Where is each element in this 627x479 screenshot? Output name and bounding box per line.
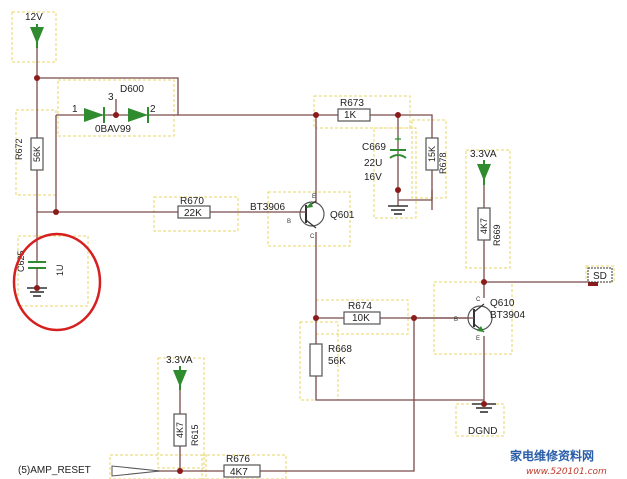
q610-pin-b: B xyxy=(454,317,458,323)
resistor-r670 xyxy=(177,205,211,219)
power-33va-right-label: 3.3VA xyxy=(470,149,497,160)
resistor-r669 xyxy=(477,207,491,241)
r615-value: 4K7 xyxy=(175,422,185,438)
r615-ref: R615 xyxy=(190,424,200,446)
c625-ref: C625 xyxy=(16,250,26,272)
resistor-r676 xyxy=(223,464,261,478)
q601-pin-e: E xyxy=(312,194,316,200)
resistor-r672 xyxy=(30,137,44,171)
r676-value: 4K7 xyxy=(230,467,248,478)
resistor-r678 xyxy=(425,137,439,171)
c669-ref: C669 xyxy=(362,142,386,153)
power-33va-bottom-label: 3.3VA xyxy=(166,355,193,366)
power-arrow-33va-right xyxy=(477,160,491,185)
resistor-r673 xyxy=(337,108,371,122)
q601-part: BT3906 xyxy=(250,202,285,213)
ground-c669 xyxy=(388,190,433,215)
q601-pin-b: B xyxy=(287,219,291,225)
d600-ref: D600 xyxy=(120,84,144,95)
power-arrow-33va-bottom xyxy=(173,366,187,390)
r670-ref: R670 xyxy=(180,196,204,207)
r668-value: 56K xyxy=(328,356,346,367)
r673-value: 1K xyxy=(344,110,357,121)
q610-pin-c: C xyxy=(476,297,481,303)
amp-reset-port xyxy=(111,465,161,477)
q610-ref: Q610 xyxy=(490,298,515,309)
d600-pin3: 3 xyxy=(108,92,114,103)
highlight-circle xyxy=(12,232,102,332)
sd-port-label: SD xyxy=(593,271,607,282)
q610-part: BT3904 xyxy=(490,310,525,321)
watermark-url: www.520101.com xyxy=(526,467,607,477)
power-12v-label: 12V xyxy=(25,12,43,23)
d600-part: 0BAV99 xyxy=(95,124,131,135)
power-arrow-12v xyxy=(30,24,44,48)
resistor-r668 xyxy=(309,343,323,377)
q601-ref: Q601 xyxy=(330,210,355,221)
q610-pin-e: E xyxy=(476,336,480,342)
d600-pin1: 1 xyxy=(72,104,78,115)
amp-reset-label: (5)AMP_RESET xyxy=(18,465,91,476)
r673-ref: R673 xyxy=(340,98,364,109)
c669-value: 22U xyxy=(364,158,382,169)
c625-value: 1U xyxy=(55,264,65,276)
r676-ref: R676 xyxy=(226,454,250,465)
c669-voltage: 16V xyxy=(364,172,382,183)
d600-pin2: 2 xyxy=(150,104,156,115)
r678-value: 15K xyxy=(427,146,437,162)
resistor-r674 xyxy=(343,311,381,325)
resistor-r615 xyxy=(173,413,187,447)
dgnd-label: DGND xyxy=(468,426,497,437)
r672-value: 56K xyxy=(32,146,42,162)
r674-value: 10K xyxy=(352,313,370,324)
transistor-q601 xyxy=(290,200,325,229)
r674-ref: R674 xyxy=(348,301,372,312)
junction-dots xyxy=(34,75,487,474)
r669-ref: R669 xyxy=(492,224,502,246)
r668-ref: R668 xyxy=(328,344,352,355)
r669-value: 4K7 xyxy=(479,218,489,234)
sd-port xyxy=(587,267,613,283)
capacitor-c669 xyxy=(389,136,407,159)
q601-pin-c: C xyxy=(310,234,315,240)
watermark-cn: 家电维修资料网 xyxy=(510,448,594,463)
r670-value: 22K xyxy=(184,208,202,219)
transistor-q610 xyxy=(414,303,493,333)
r678-ref: R678 xyxy=(438,152,448,174)
r672-ref: R672 xyxy=(14,138,24,160)
